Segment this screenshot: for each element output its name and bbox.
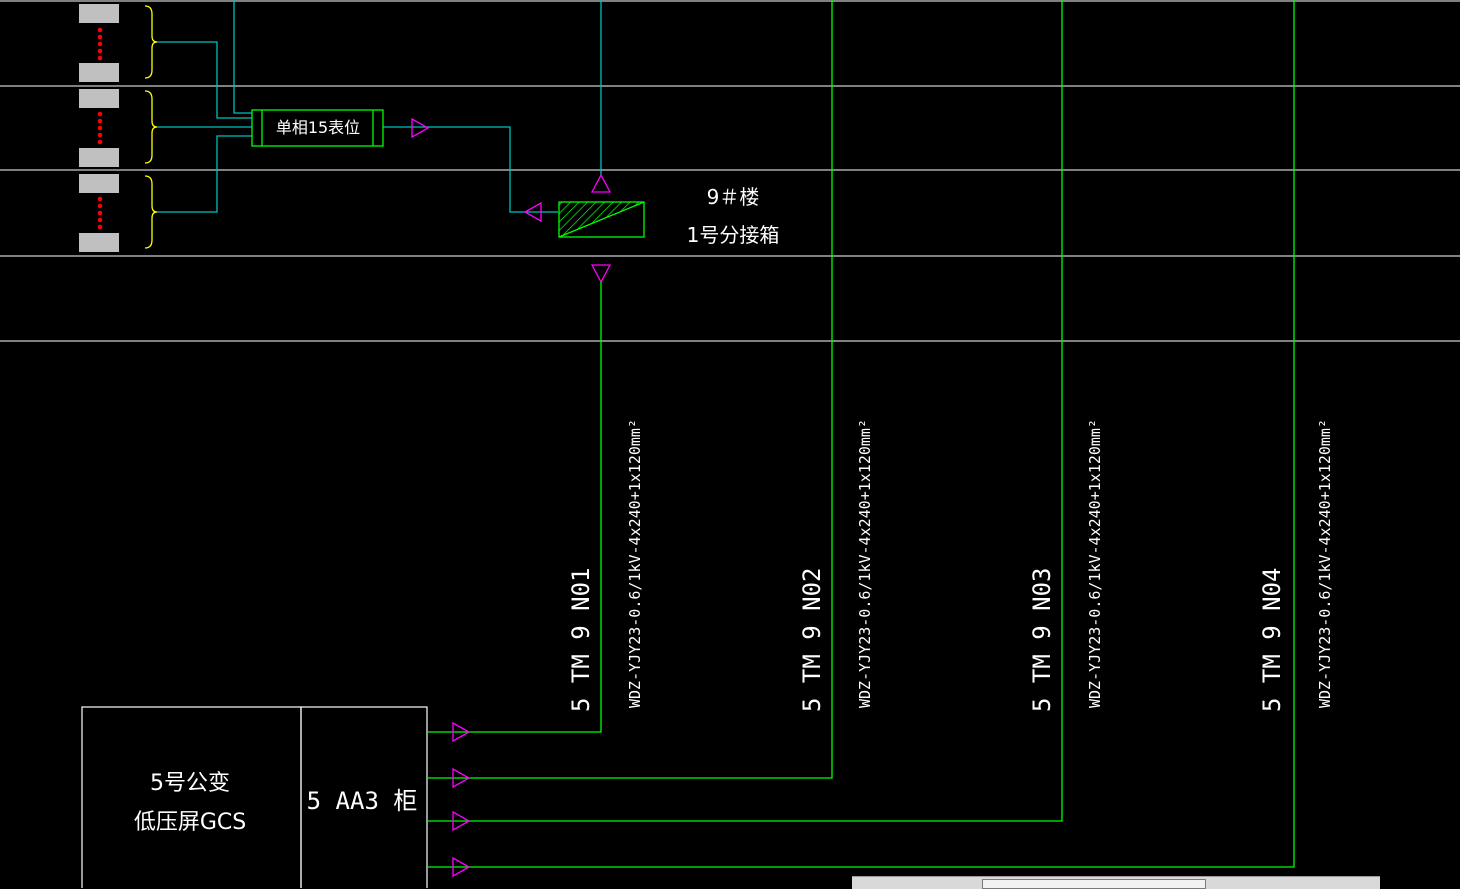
meter-group-3 xyxy=(79,174,158,252)
arrow-right-icon xyxy=(411,117,430,139)
cable-spec-2: WDZ-YJY23-0.6/1kV-4x240+1x120mm² xyxy=(856,419,874,708)
meter-box-label: 单相15表位 xyxy=(276,118,360,137)
arrow-left-icon xyxy=(523,201,542,223)
meter-block xyxy=(79,174,119,193)
transformer-panel-title: 5号公变 xyxy=(150,771,230,796)
brace-bracket xyxy=(144,90,158,164)
feeder-line-3 xyxy=(428,0,1063,822)
wire xyxy=(157,41,252,119)
meter-box-frame xyxy=(251,109,384,147)
meter-block xyxy=(79,63,119,82)
brace-bracket xyxy=(144,175,158,249)
feeder-arrows xyxy=(452,721,471,878)
transformer-panel-subtitle: 低压屏GCS xyxy=(134,810,246,835)
ellipsis-dots xyxy=(97,111,103,145)
meter-group-2 xyxy=(79,89,158,167)
wire xyxy=(383,126,558,213)
grid-lines xyxy=(0,0,1460,342)
cyan-wiring xyxy=(157,0,602,213)
meter-group-1 xyxy=(79,4,158,82)
junction-box[interactable]: 9＃楼 1号分接箱 xyxy=(558,185,780,247)
feeder-line-1 xyxy=(428,282,602,733)
meter-block xyxy=(79,4,119,23)
ellipsis-dots xyxy=(97,196,103,230)
cabinet-frame xyxy=(300,706,428,888)
arrow-right-icon xyxy=(452,721,471,743)
feeder-lines xyxy=(428,0,1295,868)
feeder-line-4 xyxy=(428,0,1295,868)
circuit-id-3: 5 TM 9 N03 xyxy=(1028,568,1056,713)
meter-block xyxy=(79,148,119,167)
meter-block xyxy=(79,233,119,252)
arrow-right-icon xyxy=(452,767,471,789)
cabinet[interactable]: 5 AA3 柜 xyxy=(300,706,428,888)
brace-bracket xyxy=(144,5,158,79)
circuit-id-4: 5 TM 9 N04 xyxy=(1258,568,1286,713)
wire xyxy=(157,135,252,213)
circuit-id-1: 5 TM 9 N01 xyxy=(567,568,595,713)
meter-box[interactable]: 单相15表位 xyxy=(251,109,384,147)
feeder-labels: 5 TM 9 N01 WDZ-YJY23-0.6/1kV-4x240+1x120… xyxy=(567,419,1334,712)
cable-spec-1: WDZ-YJY23-0.6/1kV-4x240+1x120mm² xyxy=(626,419,644,708)
circuit-id-2: 5 TM 9 N02 xyxy=(798,568,826,713)
arrow-right-icon xyxy=(452,856,471,878)
arrow-down-icon xyxy=(590,264,612,284)
wire xyxy=(233,0,252,114)
arrow-right-icon xyxy=(452,810,471,832)
transformer-panel-frame xyxy=(81,706,302,888)
feeder-line-2 xyxy=(428,0,833,779)
junction-box-title: 9＃楼 xyxy=(707,185,760,209)
flow-arrows-top xyxy=(411,117,612,284)
meter-block xyxy=(79,89,119,108)
cable-spec-3: WDZ-YJY23-0.6/1kV-4x240+1x120mm² xyxy=(1086,419,1104,708)
transformer-panel[interactable]: 5号公变 低压屏GCS xyxy=(81,706,302,888)
arrow-up-icon xyxy=(590,173,612,193)
horizontal-scrollbar[interactable] xyxy=(852,876,1380,889)
ellipsis-dots xyxy=(97,27,103,61)
junction-box-subtitle: 1号分接箱 xyxy=(687,223,780,247)
cabinet-label: 5 AA3 柜 xyxy=(307,787,418,815)
cable-spec-4: WDZ-YJY23-0.6/1kV-4x240+1x120mm² xyxy=(1316,419,1334,708)
